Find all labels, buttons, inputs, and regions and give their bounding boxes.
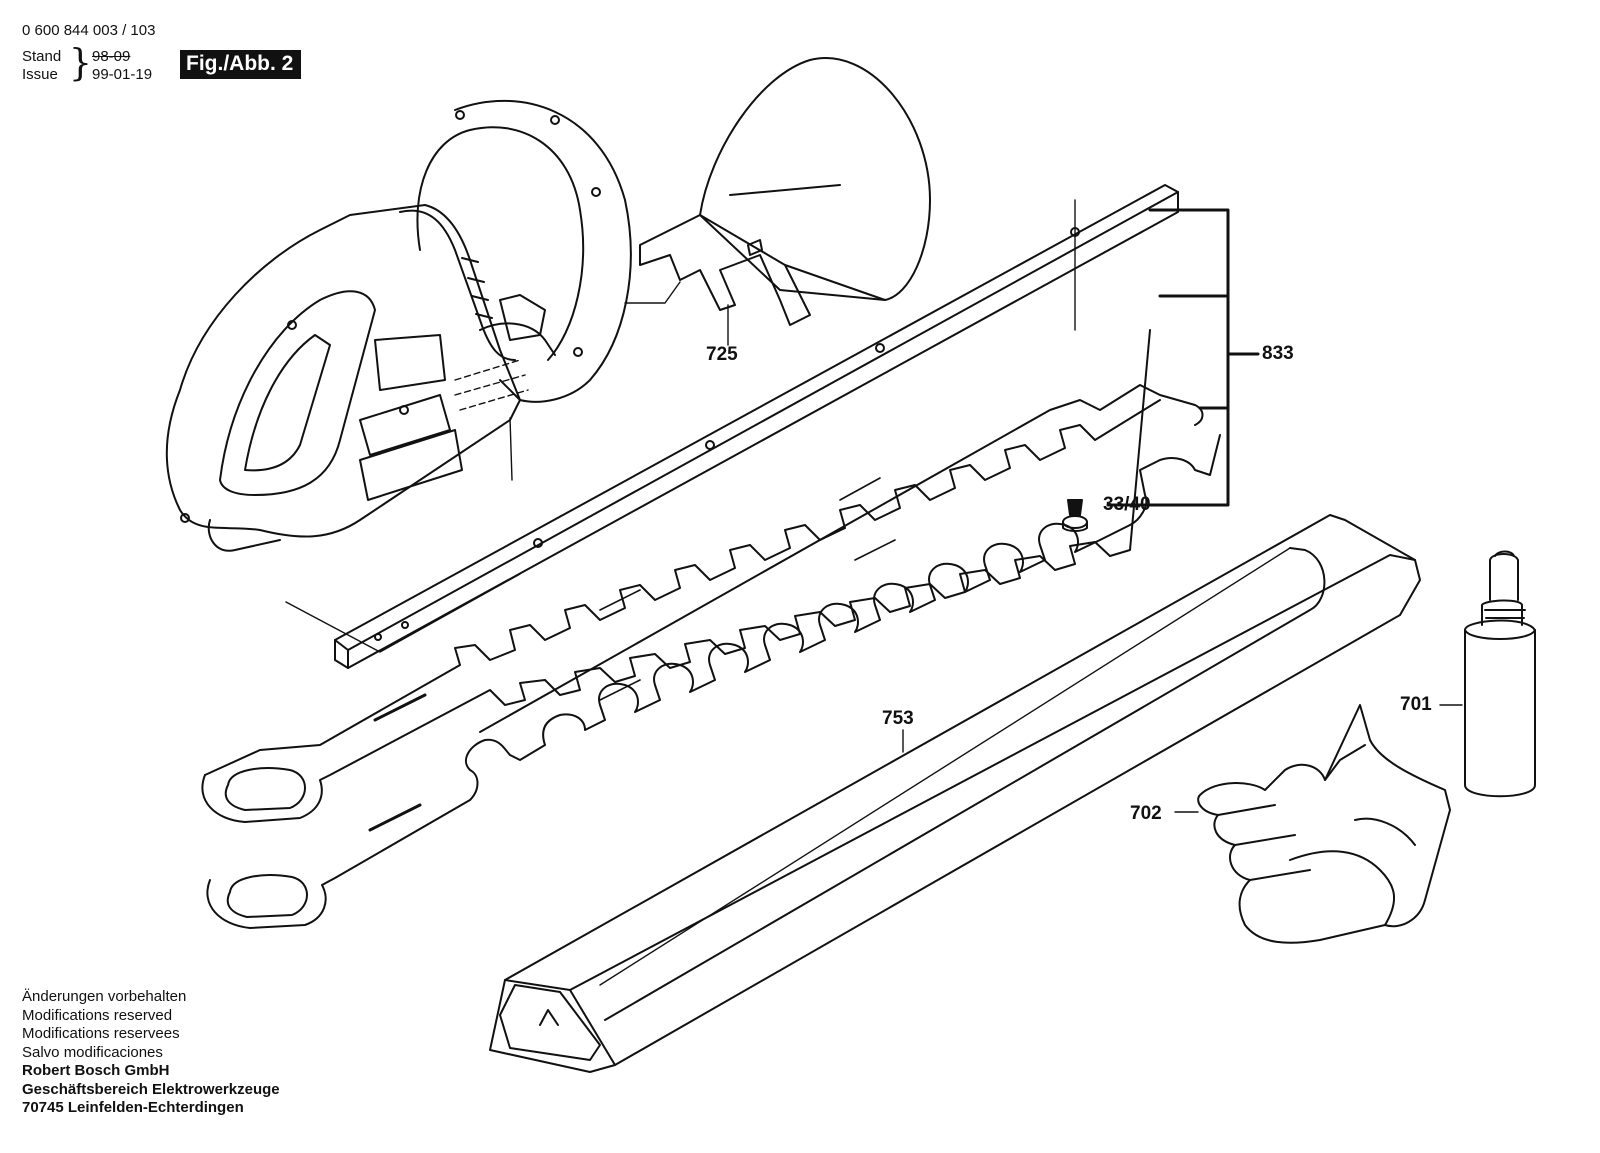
- footer-notes: Änderungen vorbehalten Modifications res…: [22, 988, 280, 1118]
- stand-date: 98-09: [92, 48, 131, 65]
- blade-sheath: [489, 514, 1421, 1073]
- footer-company: Robert Bosch GmbH: [22, 1062, 170, 1079]
- callout-701: 701: [1400, 694, 1432, 715]
- document-number: 0 600 844 003 / 103: [22, 22, 156, 39]
- callout-33-40: 33/40: [1103, 494, 1151, 515]
- screw: [1062, 499, 1088, 532]
- blade-guard: [624, 57, 931, 326]
- issue-label: Issue: [22, 66, 58, 83]
- cutting-blade-upper: [201, 329, 1161, 823]
- footer-line-3: Modifications reservees: [22, 1025, 180, 1042]
- stand-label: Stand: [22, 48, 62, 65]
- gloves: [1174, 704, 1451, 944]
- footer-line-4: Salvo modificaciones: [22, 1043, 163, 1061]
- callout-833: 833: [1262, 343, 1294, 364]
- callout-725: 725: [706, 344, 738, 365]
- footer-division: Geschäftsbereich Elektrowerkzeuge: [22, 1080, 280, 1098]
- assembly-bracket-833: [1106, 208, 1260, 507]
- issue-date: 99-01-19: [92, 66, 153, 83]
- callout-753: 753: [882, 708, 914, 729]
- footer-address: 70745 Leinfelden-Echterdingen: [22, 1099, 244, 1116]
- callout-702: 702: [1130, 803, 1162, 824]
- brace-glyph: }: [69, 41, 92, 85]
- footer-line-1: Änderungen vorbehalten: [22, 988, 187, 1005]
- figure-badge: Fig./Abb. 2: [180, 50, 302, 79]
- guide-rail: [285, 184, 1179, 669]
- footer-line-2: Modifications reserved: [22, 1006, 173, 1024]
- cutting-blade-lower: [206, 384, 1221, 929]
- hedge-trimmer-housing: [165, 99, 632, 552]
- oil-bottle: [1439, 550, 1536, 798]
